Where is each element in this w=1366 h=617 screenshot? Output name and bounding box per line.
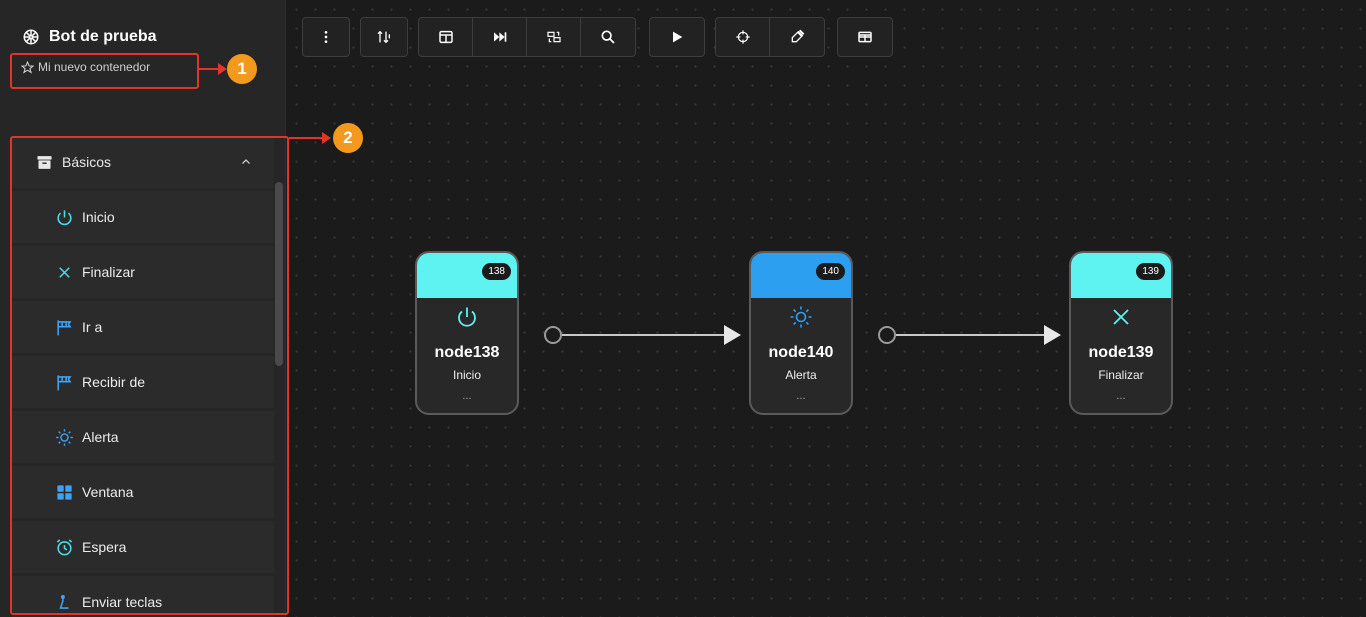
- sidebar-item-label: Recibir de: [82, 374, 146, 390]
- table-button[interactable]: [838, 18, 892, 56]
- arrange-button[interactable]: [527, 18, 581, 56]
- search-icon: [601, 30, 615, 44]
- node-more[interactable]: ...: [462, 390, 472, 402]
- edge-line[interactable]: [896, 334, 1048, 336]
- fast-forward-button[interactable]: [473, 18, 527, 56]
- more-vertical-icon: [324, 31, 328, 43]
- node-id-badge: 139: [1136, 263, 1165, 280]
- edge-line[interactable]: [562, 334, 728, 336]
- output-port[interactable]: [878, 326, 896, 344]
- container-name[interactable]: Mi nuevo contenedor: [21, 60, 150, 74]
- sidebar-scrollbar[interactable]: [275, 182, 283, 366]
- play-button[interactable]: [650, 18, 704, 56]
- windsock-icon: [57, 319, 72, 335]
- crosshair-icon: [735, 30, 750, 44]
- edge-arrowhead: [724, 325, 741, 345]
- basics-panel: Básicos Inicio Finalizar Ir a Recibir de…: [12, 136, 274, 617]
- more-button[interactable]: [303, 18, 349, 56]
- flow-node-140[interactable]: 140 node140 Alerta ...: [749, 251, 853, 415]
- node-header: 140: [751, 253, 851, 298]
- sidebar-item-label: Ir a: [82, 319, 103, 335]
- crosshair-button[interactable]: [716, 18, 770, 56]
- split-view-button[interactable]: [419, 18, 473, 56]
- node-header: 139: [1071, 253, 1171, 298]
- split-view-icon: [438, 30, 453, 44]
- sidebar-item-label: Ventana: [82, 484, 134, 500]
- node-subtitle: Alerta: [785, 368, 817, 382]
- sidebar-item-label: Alerta: [82, 429, 119, 445]
- sidebar: Bot de prueba Mi nuevo contenedor Básico…: [0, 0, 286, 617]
- toolbar-group-table: [837, 17, 893, 57]
- toolbar-group-more: [302, 17, 350, 57]
- power-icon: [57, 209, 72, 225]
- archive-icon: [37, 155, 52, 169]
- wheel-icon: [23, 29, 39, 45]
- annotation-arrow-1: [199, 68, 219, 70]
- search-button[interactable]: [581, 18, 635, 56]
- power-icon: [458, 307, 476, 327]
- annotation-badge-2: 2: [333, 123, 363, 153]
- toolbar-group-tools: [715, 17, 825, 57]
- sidebar-item-espera[interactable]: Espera: [12, 521, 274, 573]
- sidebar-item-enviar-teclas[interactable]: Enviar teclas: [12, 576, 274, 617]
- table-icon: [858, 31, 872, 43]
- annotation-box-2: [10, 136, 289, 615]
- fast-forward-icon: [493, 32, 506, 42]
- close-icon: [1113, 309, 1129, 325]
- annotation-arrow-2: [289, 137, 323, 139]
- node-id-badge: 140: [816, 263, 845, 280]
- sun-icon: [790, 306, 812, 328]
- windsock-icon: [57, 374, 72, 390]
- keyboard-icon: [59, 594, 69, 609]
- arrange-icon: [546, 31, 561, 43]
- group-header-basics[interactable]: Básicos: [12, 136, 274, 188]
- sort-button[interactable]: [361, 18, 407, 56]
- sidebar-item-finalizar[interactable]: Finalizar: [12, 246, 274, 298]
- sidebar-item-label: Inicio: [82, 209, 115, 225]
- flow-canvas[interactable]: 138 node138 Inicio ... 140 node140 Alert…: [287, 0, 1366, 617]
- sidebar-item-ventana[interactable]: Ventana: [12, 466, 274, 518]
- flow-node-139[interactable]: 139 node139 Finalizar ...: [1069, 251, 1173, 415]
- group-label: Básicos: [62, 154, 112, 170]
- toolbar-group-run: [649, 17, 705, 57]
- annotation-badge-1: 1: [227, 54, 257, 84]
- node-id-badge: 138: [482, 263, 511, 280]
- bot-name: Bot de prueba: [49, 28, 157, 45]
- node-more[interactable]: ...: [796, 390, 806, 402]
- node-title: node138: [434, 344, 500, 361]
- toolbar-group-sort: [360, 17, 408, 57]
- node-subtitle: Inicio: [452, 368, 481, 382]
- eyedropper-icon: [791, 29, 805, 43]
- flow-node-138[interactable]: 138 node138 Inicio ...: [415, 251, 519, 415]
- sidebar-item-label: Espera: [82, 539, 127, 555]
- output-port[interactable]: [544, 326, 562, 344]
- node-more[interactable]: ...: [1116, 390, 1126, 402]
- toolbar-group-view: [418, 17, 636, 57]
- sort-icon: [377, 30, 390, 44]
- sidebar-item-inicio[interactable]: Inicio: [12, 191, 274, 243]
- sidebar-item-label: Enviar teclas: [82, 594, 163, 610]
- bot-title: Bot de prueba: [22, 28, 157, 46]
- node-title: node139: [1088, 344, 1154, 361]
- star-icon[interactable]: [21, 60, 34, 74]
- annotation-box-1: [10, 53, 199, 89]
- chevron-up-icon[interactable]: [240, 156, 252, 168]
- eyedropper-button[interactable]: [770, 18, 824, 56]
- sidebar-item-ir-a[interactable]: Ir a: [12, 301, 274, 353]
- play-icon: [673, 31, 683, 43]
- alarm-clock-icon: [56, 538, 73, 555]
- container-name-label: Mi nuevo contenedor: [38, 60, 151, 74]
- annotation-arrowhead-1: [218, 63, 227, 75]
- edge-arrowhead: [1044, 325, 1061, 345]
- sidebar-item-alerta[interactable]: Alerta: [12, 411, 274, 463]
- sun-icon: [56, 428, 73, 446]
- node-subtitle: Finalizar: [1098, 368, 1144, 382]
- node-header: 138: [417, 253, 517, 298]
- close-icon: [59, 266, 70, 278]
- window-grid-icon: [57, 484, 72, 500]
- node-title: node140: [768, 344, 834, 361]
- sidebar-item-label: Finalizar: [82, 264, 135, 280]
- sidebar-item-recibir-de[interactable]: Recibir de: [12, 356, 274, 408]
- annotation-arrowhead-2: [322, 132, 331, 144]
